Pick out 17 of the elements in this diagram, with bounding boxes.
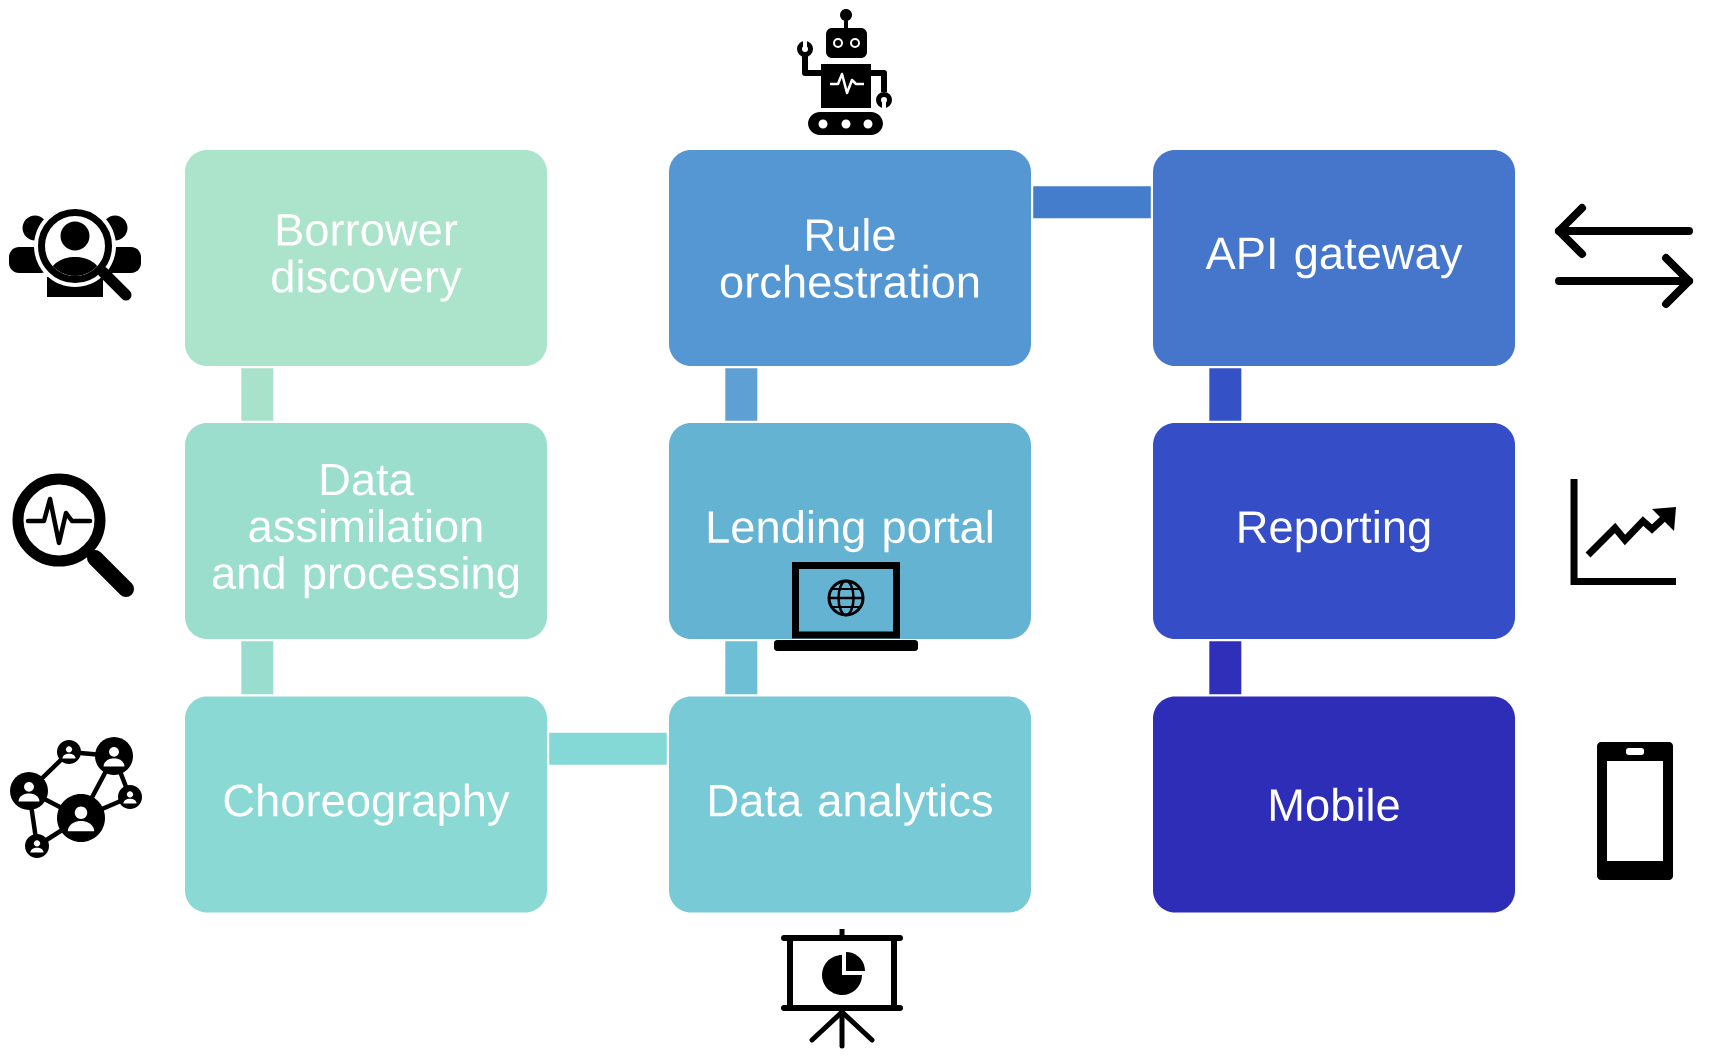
process-box: Lending portal [669, 423, 1031, 639]
connector [725, 641, 758, 695]
process-box: API gateway [1153, 150, 1515, 366]
connector [1209, 368, 1242, 421]
process-box: Choreography [185, 696, 547, 913]
process-box: Mobile [1153, 696, 1515, 913]
process-box: Rule orchestration [669, 150, 1031, 366]
connector [1033, 186, 1151, 219]
process-box: Data analytics [669, 696, 1031, 913]
connector [549, 732, 667, 765]
connector [1209, 641, 1242, 695]
process-box: Data assimilation and processing [185, 423, 547, 639]
connector [241, 641, 274, 695]
process-box: Reporting [1153, 423, 1515, 639]
connector [241, 368, 274, 421]
connector [725, 368, 758, 421]
process-box: Borrower discovery [185, 150, 547, 366]
